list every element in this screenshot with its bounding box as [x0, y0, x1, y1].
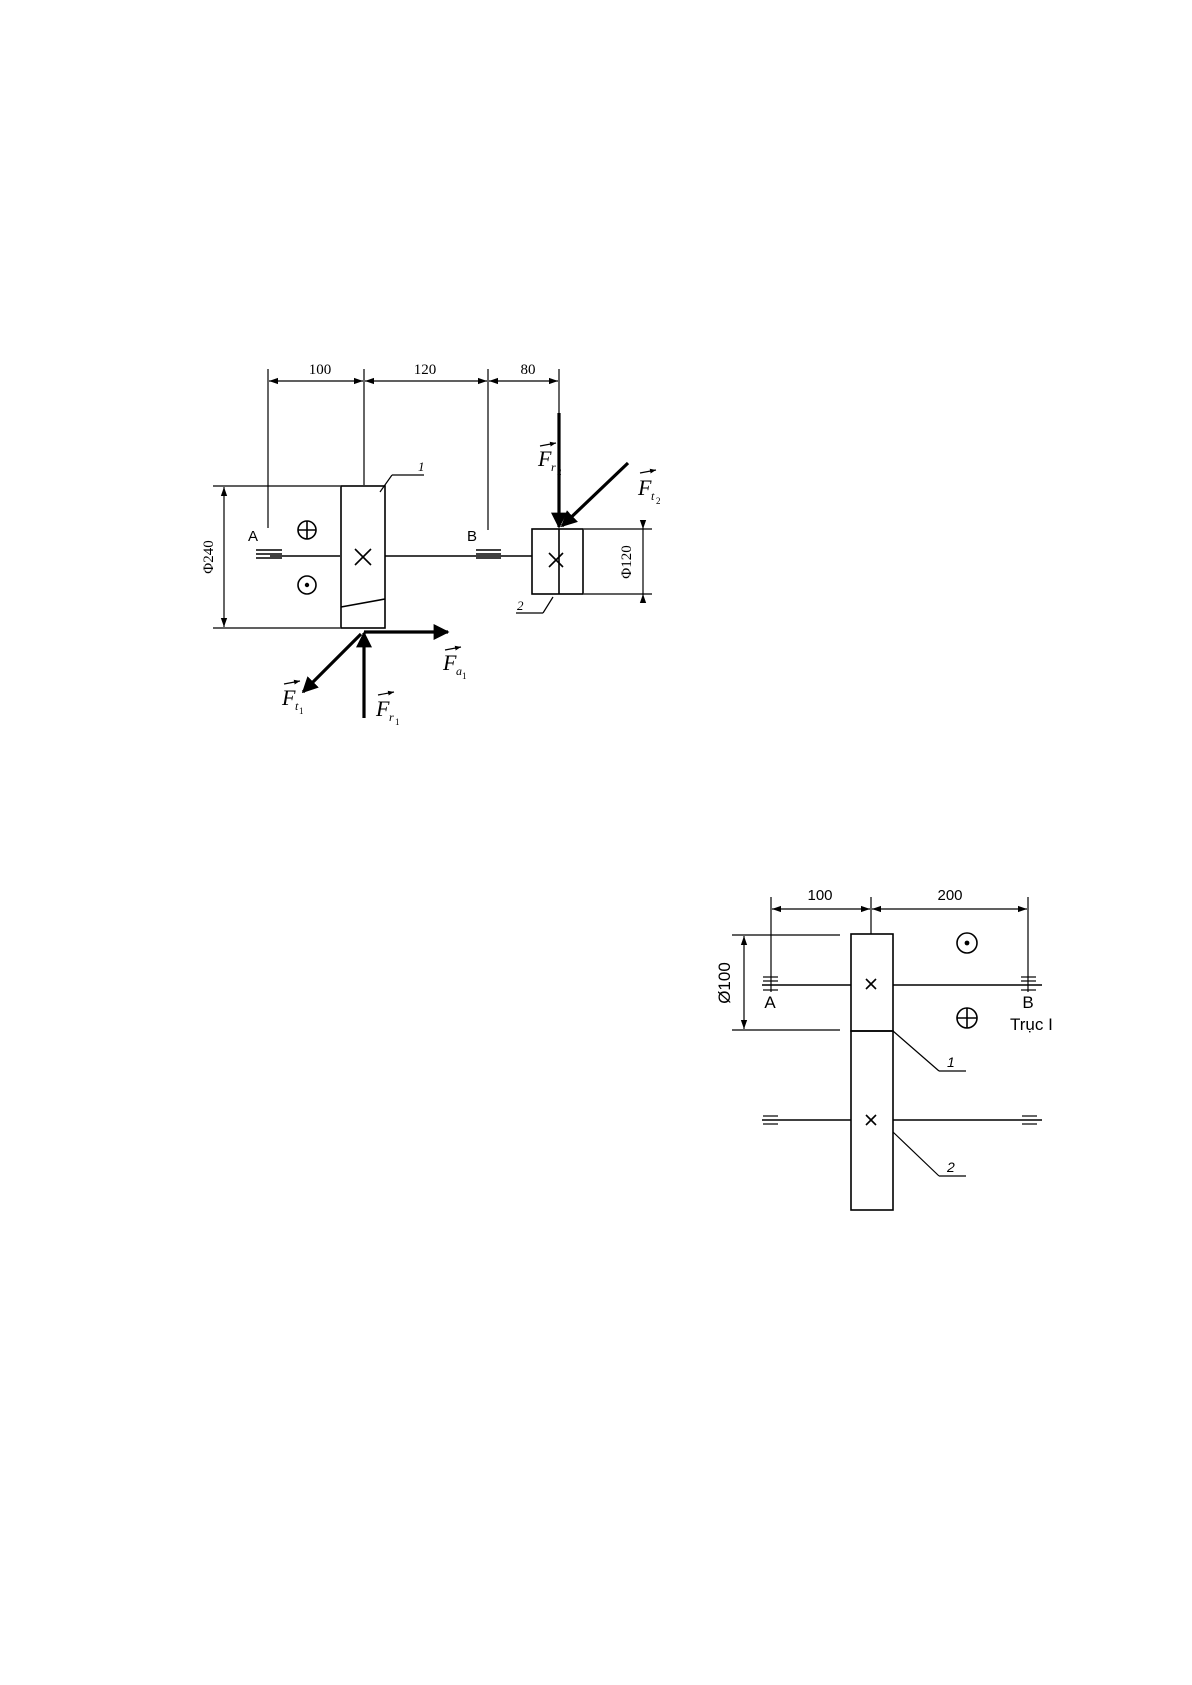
diameter-100-dimension: Ø100 — [715, 935, 840, 1030]
shaft-1-label: Trục I — [1010, 1015, 1053, 1034]
force-ft1-arrow — [303, 634, 361, 692]
svg-text:t: t — [651, 489, 655, 503]
gear-1-label: 1 — [418, 459, 425, 474]
dimension-100: 100 — [807, 887, 832, 904]
top-dimensions: 100 200 — [771, 887, 1028, 992]
gear-2: 2 — [516, 529, 583, 613]
svg-text:2: 2 — [557, 467, 562, 477]
bearing-a-label: A — [248, 528, 258, 545]
diameter-120-dimension: Φ120 — [584, 520, 652, 603]
svg-text:1: 1 — [462, 671, 467, 681]
bearing-a: A — [248, 528, 282, 558]
gear-1-leader — [380, 475, 392, 492]
diagram-gear-pair: 100 200 Ø100 A B Trục I — [715, 887, 1053, 1210]
gear-2-label: 2 — [946, 1159, 955, 1175]
svg-text:r: r — [389, 710, 394, 724]
into-page-symbol-icon — [957, 1008, 977, 1028]
diameter-240-dimension: Φ240 — [201, 486, 340, 628]
diameter-120-label: Φ120 — [619, 545, 635, 578]
force-fr1-label: F r 1 — [375, 692, 400, 727]
into-page-symbol-icon — [298, 521, 316, 539]
diameter-100-label: Ø100 — [715, 962, 734, 1004]
force-ft2-arrow — [562, 463, 628, 526]
dimension-100: 100 — [309, 362, 332, 378]
svg-text:1: 1 — [395, 717, 400, 727]
gear-2-leader — [543, 597, 553, 613]
svg-text:F: F — [537, 446, 552, 471]
bearing-b: B — [467, 528, 501, 558]
gear-1: 1 — [851, 934, 966, 1071]
out-of-page-symbol-icon — [957, 933, 977, 953]
gear-1: 1 — [341, 459, 425, 628]
svg-text:F: F — [637, 475, 652, 500]
dimension-120: 120 — [414, 362, 437, 378]
gear-1-helix-line — [341, 599, 385, 607]
gear-1-label: 1 — [947, 1054, 955, 1070]
dimension-200: 200 — [937, 887, 962, 904]
diagram-shaft-forces: 100 120 80 Φ240 A B — [201, 362, 661, 727]
bearing-b-label: B — [467, 528, 477, 545]
bearing-b-label: B — [1022, 993, 1033, 1012]
svg-text:F: F — [281, 685, 296, 710]
force-ft2-label: F t 2 — [637, 470, 661, 506]
svg-text:F: F — [375, 696, 390, 721]
svg-text:F: F — [442, 650, 457, 675]
diameter-240-label: Φ240 — [201, 540, 217, 573]
dimension-80: 80 — [521, 362, 536, 378]
svg-text:1: 1 — [299, 706, 304, 716]
svg-text:r: r — [551, 460, 556, 474]
force-fa1-label: F a 1 — [442, 647, 467, 681]
top-dimensions: 100 120 80 — [268, 362, 559, 530]
bearing-a-label: A — [764, 993, 776, 1012]
svg-text:2: 2 — [656, 496, 661, 506]
gear-2-label: 2 — [517, 598, 524, 613]
force-ft1-label: F t 1 — [281, 681, 304, 716]
gear-2-leader — [893, 1132, 939, 1176]
gear-1-leader — [893, 1031, 939, 1071]
out-of-page-symbol-icon — [298, 576, 316, 594]
